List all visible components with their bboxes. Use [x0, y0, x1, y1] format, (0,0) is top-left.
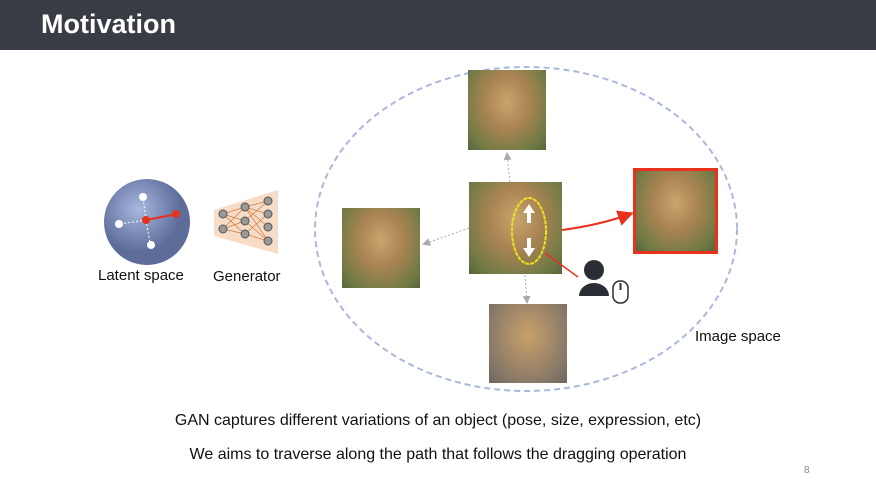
arrow-down [522, 274, 531, 304]
caption-2: We aims to traverse along the path that … [189, 446, 687, 463]
arrow-up-down-icon [523, 204, 535, 257]
generator-icon [214, 190, 278, 254]
image-space-ellipse [314, 66, 738, 392]
arrow-up [503, 152, 512, 183]
image-space-label: Image space [695, 328, 781, 345]
lion-image-bottom [489, 304, 567, 383]
generator-label: Generator [213, 268, 281, 285]
caption-1: GAN captures different variations of an … [174, 412, 702, 429]
lion-image-left [342, 208, 420, 288]
arrow-right [561, 210, 634, 231]
mouse-icon [612, 280, 629, 304]
latent-space-label: Latent space [98, 267, 184, 284]
drag-ellipse [511, 197, 547, 265]
lion-image-top [468, 70, 546, 150]
user-icon [579, 260, 609, 296]
page-number: 8 [804, 465, 810, 476]
slide-title: Motivation [41, 9, 176, 39]
latent-space-icon [104, 179, 190, 265]
header-bar: Motivation [0, 0, 876, 50]
lion-image-result [633, 168, 718, 254]
